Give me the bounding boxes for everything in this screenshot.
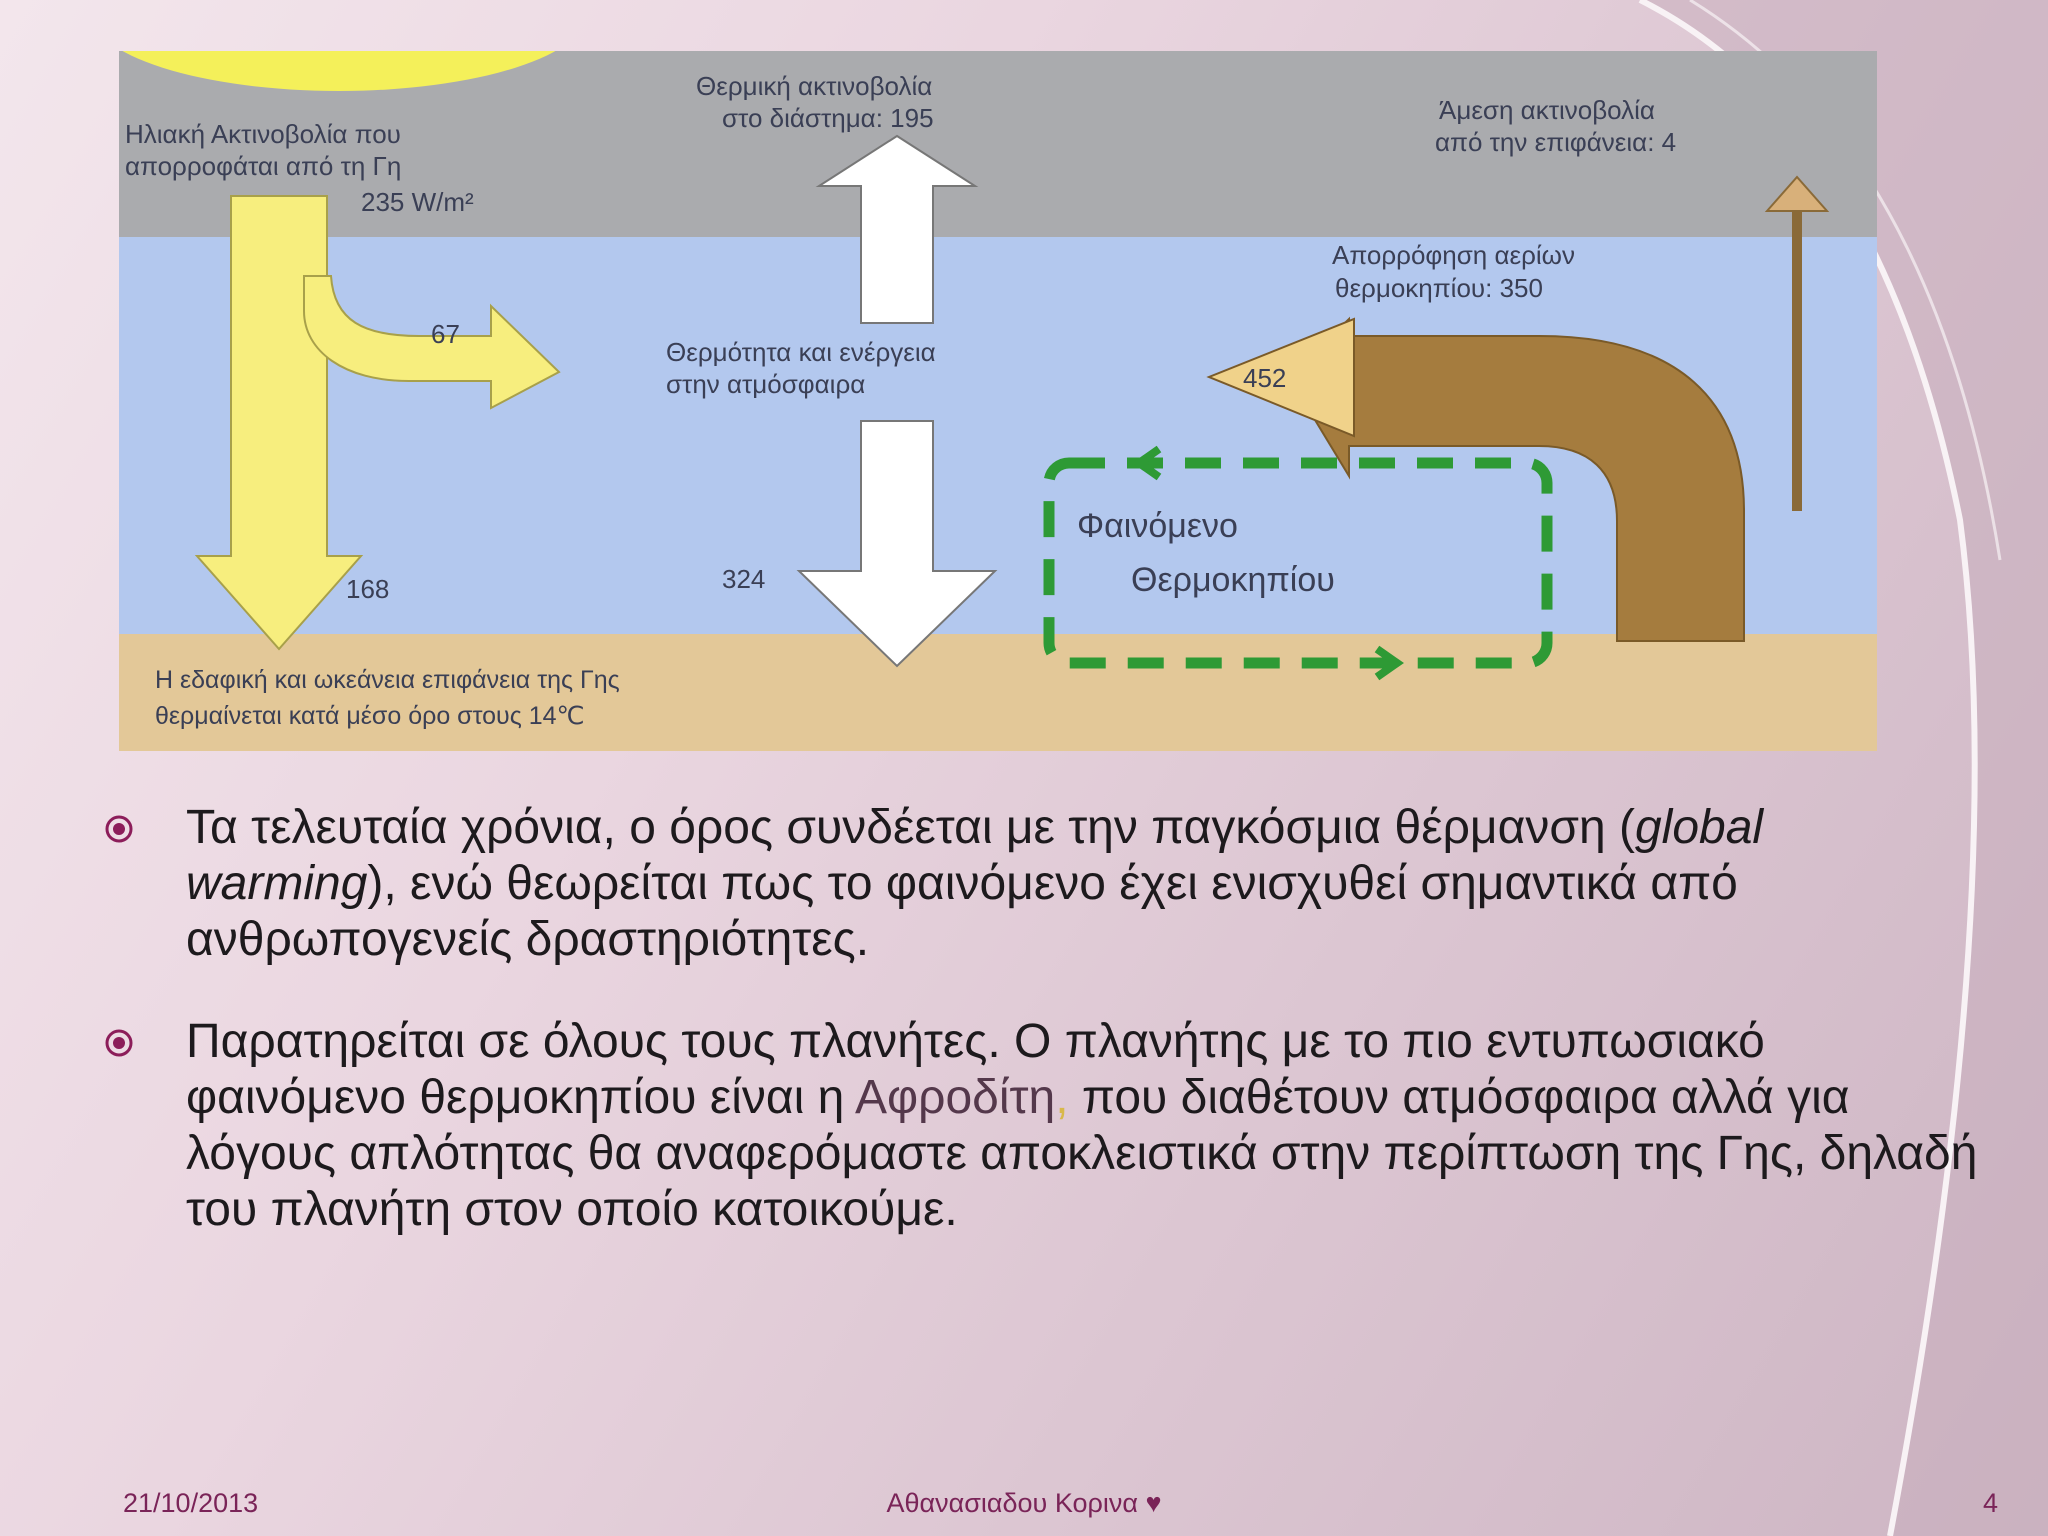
bullet-circle-icon [105, 815, 133, 843]
bullet-1-italic-term: global warming [186, 801, 1764, 910]
footer-author: Αθανασιαδου Κορινα ♥ [886, 1488, 1162, 1518]
greenhouse-effect-diagram: Ηλιακή Ακτινοβολία που απορροφάται από τ… [119, 51, 1877, 751]
footer-date: 21/10/2013 [123, 1488, 259, 1518]
thermal-space-label-line2: στο διάστημα: 195 [722, 103, 934, 133]
greenhouse-label-line1: Φαινόμενο [1077, 507, 1238, 545]
surface-emission-arrow [1287, 316, 1745, 642]
loop-arrow-bottom [1374, 645, 1404, 681]
direct-radiation-head [1764, 175, 1830, 212]
direct-label-line2: από την επιφάνεια: 4 [1435, 127, 1676, 157]
atmosphere-label-line2: στην ατμόσφαιρα [666, 369, 865, 399]
bullet-2-comma: , [1055, 1071, 1069, 1124]
thermal-space-arrow [815, 134, 979, 324]
value-324: 324 [722, 564, 765, 594]
bullet-item-1: Τα τελευταία χρόνια, ο όρος συνδέεται με… [100, 800, 1980, 968]
bullet-1-text-end: ), ενώ θεωρείται πως το φαινόμενο έχει ε… [186, 857, 1738, 966]
solar-label-line2: απορροφάται από τη Γη [125, 151, 401, 181]
bullet-1-text: Τα τελευταία χρόνια, ο όρος συνδέεται με… [186, 801, 1635, 854]
bullet-2-text-end: που διαθέτουν ατμόσφαιρα αλλά για λόγους… [186, 1071, 1978, 1236]
value-67: 67 [431, 319, 460, 349]
loop-arrow-top [1132, 445, 1162, 481]
absorbed-67-arrow [303, 275, 561, 410]
surface-label-line2: θερμαίνεται κατά μέσο όρο στους 14℃ [155, 702, 585, 730]
value-168: 168 [346, 574, 389, 604]
surface-label-line1: Η εδαφική και ωκεάνεια επιφάνεια της Γης [155, 666, 620, 694]
ground-band [119, 634, 1877, 751]
gas-absorption-label-line2: θερμοκηπίου: 350 [1335, 273, 1543, 303]
sun [122, 51, 556, 91]
gas-absorption-label-line1: Απορρόφηση αερίων [1332, 240, 1575, 270]
greenhouse-loop [1043, 457, 1553, 669]
back-radiation-arrow [796, 420, 998, 668]
solar-label-line3: 235 W/m² [361, 187, 474, 217]
bullet-2-text: Παρατηρείται σε όλους τους πλανήτες. Ο π… [186, 1015, 1765, 1124]
bullet-item-2: Παρατηρείται σε όλους τους πλανήτες. Ο π… [100, 1014, 1980, 1238]
direct-label-line1: Άμεση ακτινοβολία [1439, 95, 1655, 125]
value-452: 452 [1243, 363, 1286, 393]
bullet-list: Τα τελευταία χρόνια, ο όρος συνδέεται με… [100, 800, 1980, 1238]
thermal-space-label-line1: Θερμική ακτινοβολία [696, 71, 932, 101]
solar-label-line1: Ηλιακή Ακτινοβολία που [125, 119, 401, 149]
atmosphere-452-head [1206, 317, 1355, 438]
greenhouse-label-line2: Θερμοκηπίου [1131, 561, 1335, 599]
venus-link[interactable]: Αφροδίτη [855, 1071, 1056, 1124]
bullet-circle-icon [105, 1029, 133, 1057]
footer-page-number: 4 [1982, 1488, 1998, 1518]
atmosphere-label-line1: Θερμότητα και ενέργεια [666, 337, 936, 367]
